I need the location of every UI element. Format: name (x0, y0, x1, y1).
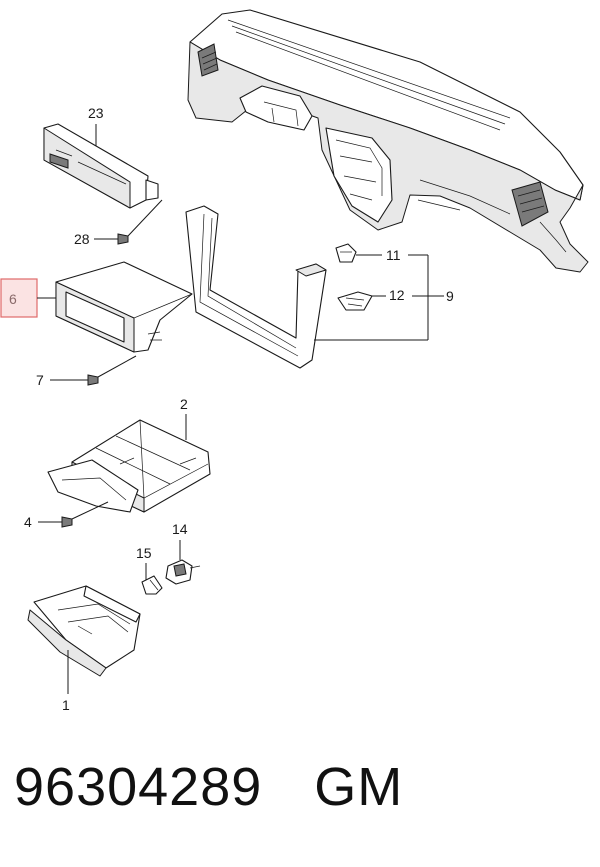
ashtray-box-part (27, 585, 141, 677)
callout-6-highlight (0, 278, 38, 318)
storage-pocket-part (55, 261, 193, 353)
dashboard-panel (187, 9, 589, 273)
callout-4: 4 (24, 514, 32, 530)
callout-14: 14 (172, 521, 188, 537)
clip-part-12 (337, 291, 373, 311)
callout-6: 6 (9, 291, 17, 307)
callout-15: 15 (136, 545, 152, 561)
callout-2: 2 (180, 396, 188, 412)
part-number: 96304289 (14, 757, 263, 817)
callout-7: 7 (36, 372, 44, 388)
lamp-socket-part (165, 559, 201, 585)
callout-23: 23 (88, 105, 104, 121)
callout-11: 11 (386, 247, 401, 263)
callout-28: 28 (74, 231, 90, 247)
clip-part-11 (335, 243, 357, 263)
ashtray-housing-part (47, 419, 211, 513)
callout-12: 12 (389, 287, 405, 303)
center-bezel-part (185, 205, 327, 369)
bulb-part (141, 575, 163, 595)
callout-9: 9 (446, 288, 454, 304)
switch-panel-part (43, 123, 159, 209)
brand-label: GM (314, 757, 404, 817)
callout-1: 1 (62, 697, 70, 713)
part-number-footer: 96304289 GM (14, 756, 403, 818)
